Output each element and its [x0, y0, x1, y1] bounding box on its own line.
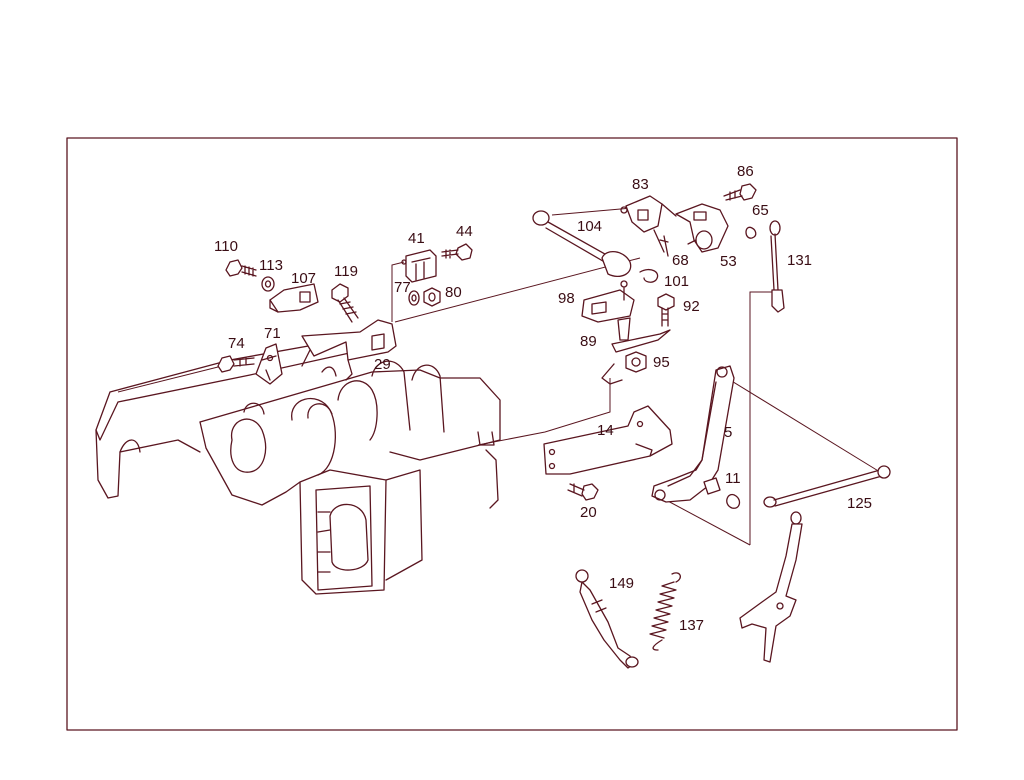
rod-131: [769, 220, 785, 313]
callout-41: 41: [408, 230, 425, 247]
diagram-frame: [66, 137, 958, 731]
callout-92: 92: [683, 298, 700, 315]
washer-113: [261, 276, 275, 292]
lever-bottom: [739, 511, 803, 663]
callout-14: 14: [597, 422, 614, 439]
callout-74: 74: [228, 335, 245, 352]
callout-110: 110: [214, 238, 238, 255]
leader-main-diag: [394, 257, 641, 323]
bolt-44: [441, 243, 473, 261]
bolt-92: [657, 293, 675, 327]
rod-104: [532, 210, 632, 277]
plate-14: [543, 405, 673, 475]
callout-149: 149: [609, 575, 634, 592]
callout-68: 68: [672, 252, 689, 269]
callout-29: 29: [374, 356, 391, 373]
leader-41: [391, 261, 405, 322]
bracket-83: [620, 195, 677, 253]
callout-5: 5: [724, 424, 732, 441]
leader-5-bottom: [665, 499, 751, 546]
clip-11: [726, 493, 741, 509]
callout-71: 71: [264, 325, 281, 342]
callout-101: 101: [664, 273, 689, 290]
clip-101: [639, 268, 659, 283]
callout-107: 107: [291, 270, 316, 287]
callout-20: 20: [580, 504, 597, 521]
callout-104: 104: [577, 218, 602, 235]
mount-29: [301, 319, 397, 381]
washer-77: [408, 290, 420, 306]
callout-53: 53: [720, 253, 737, 270]
lever-5: [651, 365, 735, 503]
callout-65: 65: [752, 202, 769, 219]
callout-11: 11: [725, 470, 741, 487]
bolt-110: [225, 259, 257, 277]
leader-14-95: [477, 378, 611, 446]
leader-131: [749, 291, 776, 545]
callout-125: 125: [847, 495, 872, 512]
bolt-74: [217, 355, 255, 373]
callout-89: 89: [580, 333, 597, 350]
callout-113: 113: [259, 257, 283, 274]
clip-65: [745, 226, 757, 239]
intake-manifold: [95, 334, 501, 595]
bolt-119: [331, 283, 359, 323]
callout-137: 137: [679, 617, 704, 634]
leader-104: [551, 207, 633, 216]
callout-131: 131: [787, 252, 812, 269]
callout-119: 119: [334, 263, 358, 280]
bracket-98: [581, 280, 635, 323]
callout-98: 98: [558, 290, 575, 307]
callout-80: 80: [445, 284, 462, 301]
nut-80: [423, 287, 441, 307]
rod-125: [763, 465, 891, 508]
bracket-107: [269, 283, 319, 313]
clip-41: [401, 249, 437, 283]
nut-95: [601, 351, 647, 385]
lever-53: [675, 203, 729, 253]
callout-44: 44: [456, 223, 473, 240]
spring-137: [649, 572, 681, 651]
bracket-71: [255, 343, 283, 385]
callout-95: 95: [653, 354, 670, 371]
callout-83: 83: [632, 176, 649, 193]
gas-strut-149: [575, 569, 639, 669]
leader-125: [729, 379, 881, 473]
leader-74: [117, 365, 223, 393]
callout-77: 77: [394, 279, 411, 296]
bolt-20: [567, 483, 599, 501]
callout-86: 86: [737, 163, 754, 180]
pin-89: [611, 317, 671, 353]
bolt-86: [723, 183, 757, 201]
pin-68: [659, 235, 669, 257]
